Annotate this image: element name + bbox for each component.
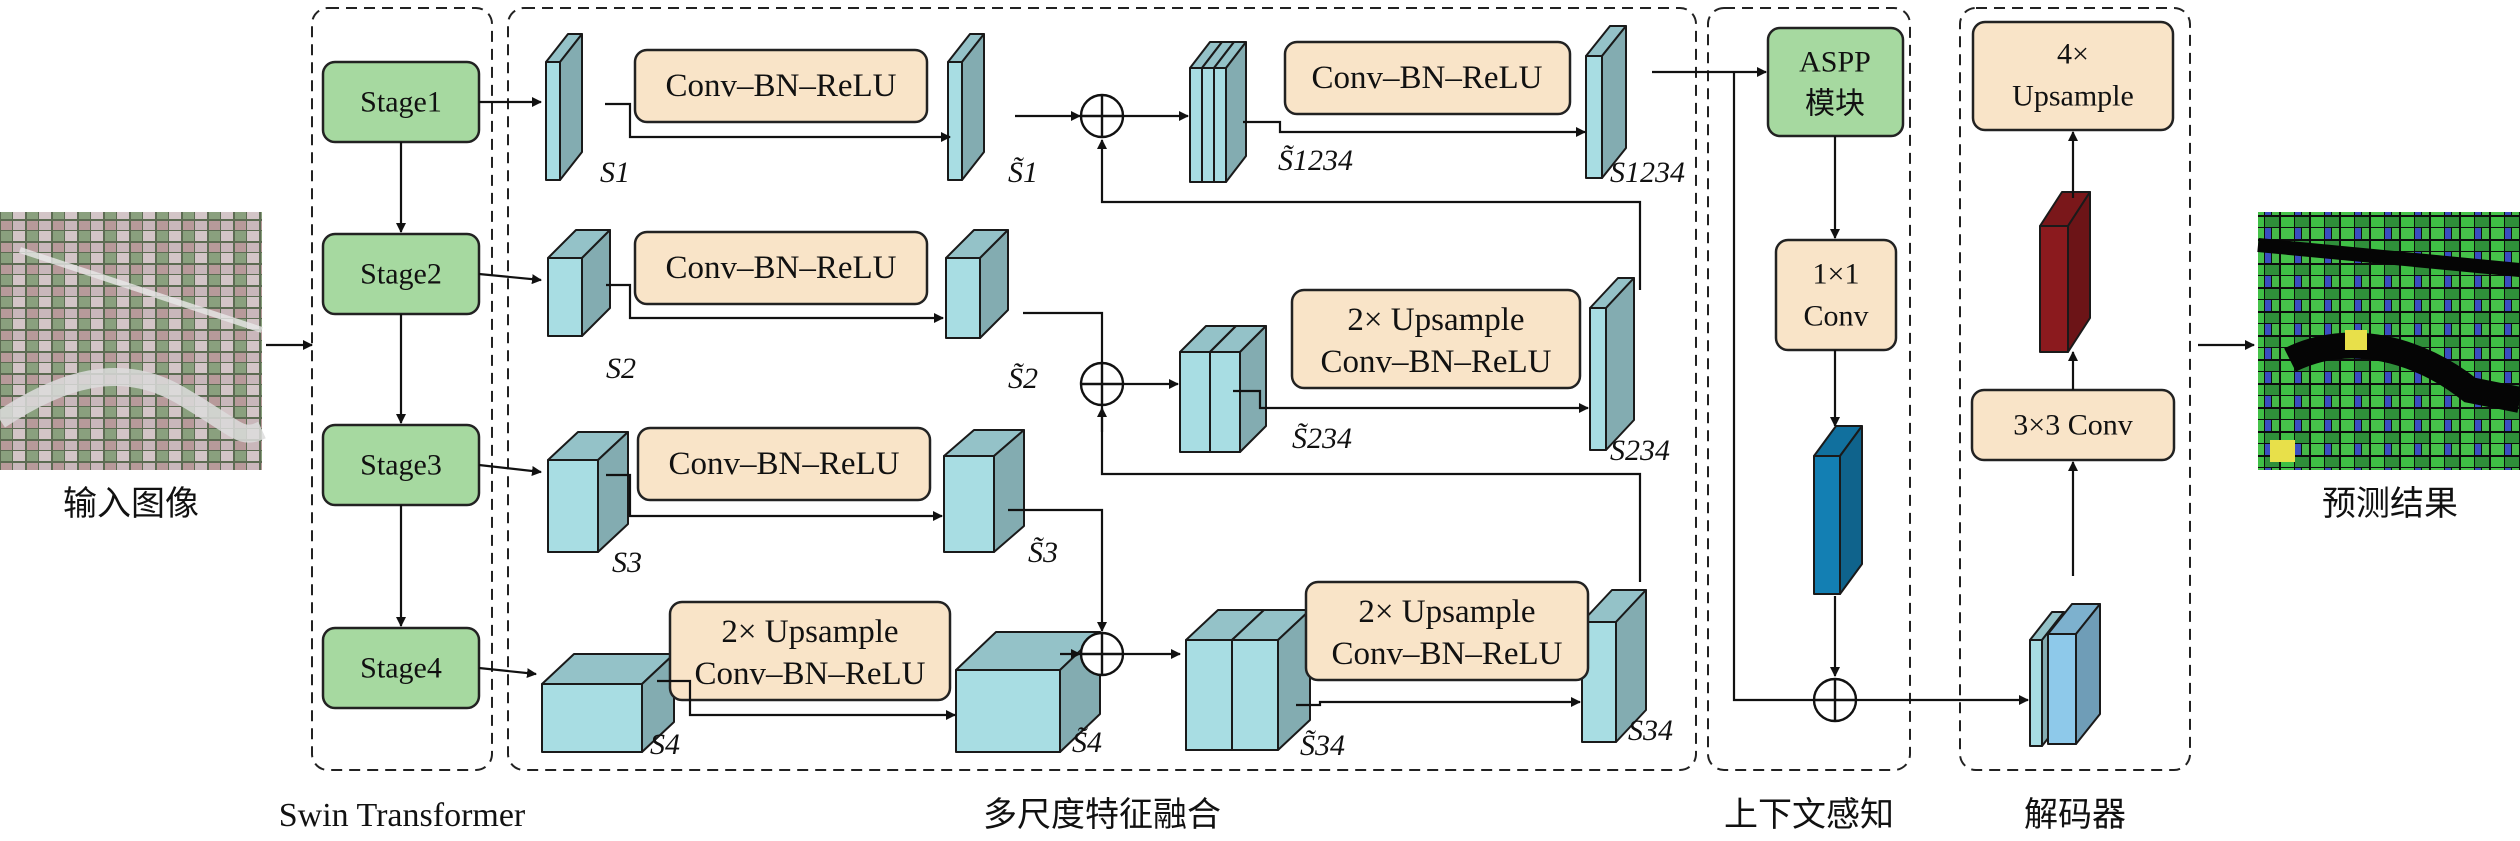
aspp-sub-label: 模块	[1805, 88, 1865, 121]
decoder-input-block-2	[2047, 603, 2101, 745]
decoder-output-block	[2039, 191, 2091, 353]
feature-s34-tilde	[1231, 609, 1311, 751]
feature-s2	[547, 229, 611, 337]
s2-tilde-label: S̃2	[1008, 362, 1038, 395]
aspp-label: ASPP	[1799, 46, 1871, 79]
stage3-box: Stage3	[321, 423, 481, 507]
output-image	[2257, 212, 2520, 470]
input-label: 输入图像	[63, 485, 199, 523]
context-feature-block	[1813, 425, 1863, 595]
backbone-frame	[311, 7, 493, 771]
feature-s1234-tilde	[1213, 41, 1247, 183]
conv-label-1: Conv–BN–ReLU	[666, 68, 897, 104]
conv-box-2: Conv–BN–ReLU	[633, 230, 929, 306]
feature-labels: S1 S2 S3 S4 S̃1 S̃2 S̃3 S̃4 S̃1234 S̃234…	[600, 144, 1685, 762]
s2-label: S2	[606, 352, 636, 385]
s34-label: S34	[1628, 714, 1673, 747]
conv1x1-box: 1×1 Conv	[1774, 238, 1898, 352]
input-image	[0, 212, 266, 470]
fusion-frame	[507, 7, 1697, 771]
s234-label: S234	[1610, 434, 1670, 467]
upsample-label-4: 2× Upsample	[721, 614, 898, 650]
stage1-label: Stage1	[360, 86, 442, 119]
conv-label-234: Conv–BN–ReLU	[1321, 344, 1552, 380]
stage2-box: Stage2	[321, 232, 481, 316]
conv1x1-label: 1×1	[1813, 258, 1860, 291]
output-label: 预测结果	[2322, 485, 2458, 523]
upsample-label-34: 2× Upsample	[1358, 594, 1535, 630]
s1-tilde-label: S̃1	[1008, 156, 1038, 189]
upsample4-label: 4×	[2057, 38, 2089, 71]
feature-blocks	[541, 25, 2101, 753]
feature-s1-tilde	[947, 33, 985, 181]
feature-s4	[541, 653, 675, 753]
upsample-conv-box-4: 2× Upsample Conv–BN–ReLU	[668, 600, 952, 702]
s1234-tilde-label: S̃1234	[1278, 144, 1353, 177]
feature-s1234	[1585, 25, 1627, 179]
conv-box-1: Conv–BN–ReLU	[633, 48, 929, 124]
stage3-label: Stage3	[360, 449, 442, 482]
stage4-box: Stage4	[321, 626, 481, 710]
conv3x3-box: 3×3 Conv	[1970, 388, 2176, 462]
s4-label: S4	[650, 728, 680, 761]
decoder-frame	[1959, 7, 2191, 771]
s234-tilde-label: S̃234	[1292, 422, 1352, 455]
backbone-title: Swin Transformer	[279, 797, 526, 834]
conv-box-3: Conv–BN–ReLU	[636, 426, 932, 502]
conv-box-1234: Conv–BN–ReLU	[1283, 40, 1572, 116]
s3-label: S3	[612, 546, 642, 579]
plus-circle-icon	[1079, 93, 1125, 139]
s3-tilde-label: S̃3	[1028, 536, 1058, 569]
upsample4-sub-label: Upsample	[2012, 80, 2134, 113]
plus-circle-icon	[1079, 631, 1125, 677]
s4-tilde-label: S̃4	[1072, 726, 1102, 759]
conv-label-34: Conv–BN–ReLU	[1332, 636, 1563, 672]
upsample-conv-box-34: 2× Upsample Conv–BN–ReLU	[1304, 580, 1590, 682]
decoder-title: 解码器	[2024, 796, 2126, 834]
conv-label-4: Conv–BN–ReLU	[695, 656, 926, 692]
feature-s2-tilde	[945, 229, 1009, 339]
upsample-label-234: 2× Upsample	[1347, 302, 1524, 338]
conv1x1-sub-label: Conv	[1803, 300, 1868, 333]
conv-label-3: Conv–BN–ReLU	[669, 446, 900, 482]
plus-circle-icon	[1079, 361, 1125, 407]
s1234-label: S1234	[1610, 156, 1685, 189]
connections	[478, 67, 2255, 720]
context-frame	[1707, 7, 1911, 771]
s1-label: S1	[600, 156, 630, 189]
feature-s234	[1589, 277, 1635, 451]
feature-s1	[545, 33, 583, 181]
conv-label-1234: Conv–BN–ReLU	[1312, 60, 1543, 96]
plus-circle-icon	[1812, 677, 1858, 723]
plus-circles	[1079, 93, 1858, 723]
context-title: 上下文感知	[1724, 796, 1894, 834]
feature-s234-tilde	[1209, 325, 1267, 453]
aspp-box: ASPP 模块	[1766, 26, 1905, 138]
upsample4-box: 4× Upsample	[1971, 20, 2175, 132]
fusion-title: 多尺度特征融合	[983, 796, 1221, 834]
feature-s3-tilde	[943, 429, 1025, 553]
upsample-conv-box-234: 2× Upsample Conv–BN–ReLU	[1290, 288, 1582, 390]
s34-tilde-label: S̃34	[1300, 729, 1345, 762]
conv3x3-label: 3×3 Conv	[2013, 409, 2132, 442]
stage2-label: Stage2	[360, 258, 442, 291]
feature-s3	[547, 431, 629, 553]
conv-label-2: Conv–BN–ReLU	[666, 250, 897, 286]
stage1-box: Stage1	[321, 60, 481, 144]
feature-s34	[1581, 589, 1647, 743]
stage4-label: Stage4	[360, 652, 442, 685]
